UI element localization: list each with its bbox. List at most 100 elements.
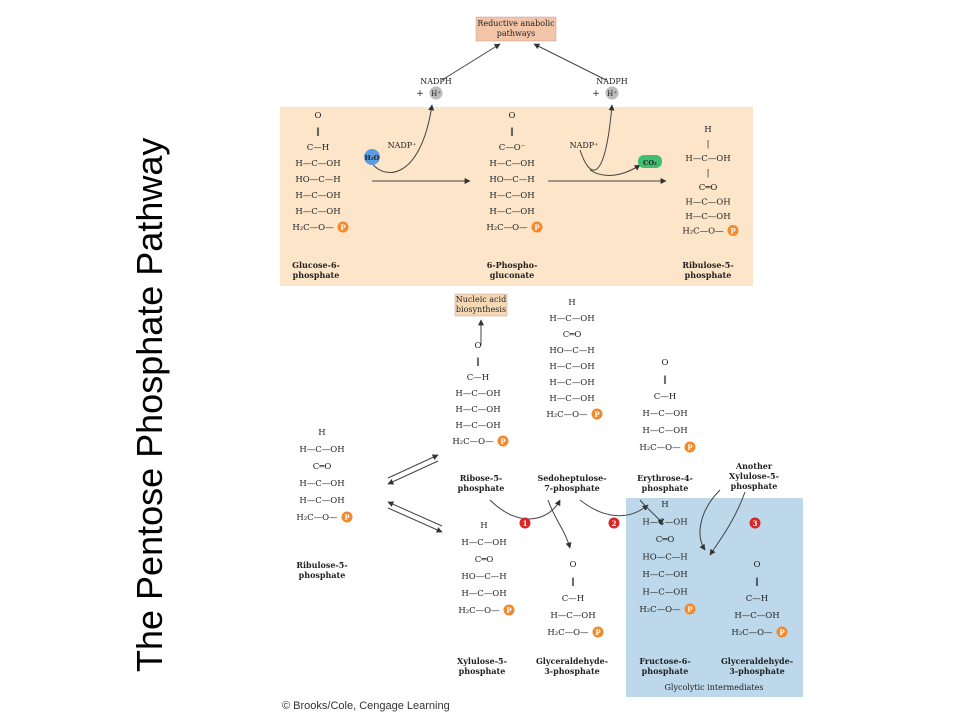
structure-row: O	[475, 341, 482, 351]
nucleic-acid-label: biosynthesis	[456, 305, 506, 314]
arrow-to-reductive-right	[533, 43, 607, 81]
h-plus-label: H⁺	[431, 90, 441, 98]
structure-row: H	[568, 298, 575, 308]
glycolytic-intermediates-label: Glycolytic intermediates	[665, 683, 764, 692]
arrow-step2-a	[579, 499, 649, 517]
structure-row: H₂C—O—	[546, 410, 588, 420]
structure-row: H₂C—O—	[458, 606, 500, 616]
phosphate-label: P	[500, 437, 506, 446]
equilibrium-arrow-up-back	[387, 460, 439, 485]
another-xylulose-label: Another	[735, 461, 773, 471]
structure-row: H—C—OH	[489, 159, 534, 169]
structure-row: H—C—OH	[549, 314, 594, 324]
structure-row: O	[570, 560, 577, 570]
structure-row: |	[707, 169, 710, 179]
ribose-5-phosphate-label: phosphate	[458, 483, 505, 493]
fructose-6-phosphate-label: Fructose-6-	[639, 656, 690, 666]
h-plus-icon	[429, 86, 443, 100]
ribulose-5-phosphate-label: phosphate	[685, 270, 732, 280]
structure-row: H—C—OH	[642, 588, 687, 598]
reductive-anabolic-box	[475, 16, 557, 42]
phosphate-icon	[497, 435, 509, 447]
structure-row: H—C—OH	[549, 394, 594, 404]
step-marker-icon	[749, 517, 761, 529]
structure-row: H—C—OH	[642, 518, 687, 528]
nadph-label-left: NADPH	[420, 77, 452, 86]
equilibrium-arrow-down	[387, 507, 443, 533]
structure-row: HO—C—H	[489, 175, 534, 185]
structure-row: O	[754, 560, 761, 570]
glycolytic-intermediates-background	[626, 498, 803, 697]
structure-row: H—C—OH	[299, 479, 344, 489]
arrow-step3-a	[699, 489, 721, 551]
nucleic-acid-label: Nucleic acid	[456, 295, 506, 304]
h2o-label: H₂O	[365, 154, 380, 162]
ribulose-5-phosphate-left-label: phosphate	[299, 570, 346, 580]
structure-row: H₂C—O—	[296, 513, 338, 523]
glyceraldehyde-3-phosphate-2-label: 3-phosphate	[729, 666, 785, 676]
structure-row: H₂C—O—	[292, 223, 334, 233]
plus-sign: +	[416, 89, 424, 99]
structure-row: HO—C—H	[642, 553, 687, 563]
arrow-co2	[589, 164, 641, 176]
phosphate-label: P	[687, 443, 693, 452]
arrow-step2-b	[639, 499, 664, 526]
nucleic-acid-box	[454, 293, 508, 317]
arrow-step1-b	[547, 499, 572, 549]
structure-row: ‖	[663, 375, 667, 385]
glyceraldehyde-3-phosphate-label: 3-phosphate	[544, 666, 600, 676]
glucose-6-phosphate-label: Glucose-6-	[292, 260, 340, 270]
structure-row: H—C—OH	[685, 198, 730, 208]
phosphate-label: P	[779, 628, 785, 637]
equilibrium-arrow-up	[387, 454, 439, 479]
structure-row: ‖	[510, 127, 514, 137]
arrow-nadph-right	[579, 104, 615, 171]
h2o-icon	[364, 149, 380, 165]
structure-row: H₂C—O—	[639, 443, 681, 453]
structure-row: H—C—OH	[455, 389, 500, 399]
step-number: 2	[612, 519, 617, 528]
structure-row: O	[509, 111, 516, 121]
phosphate-icon	[684, 603, 696, 615]
structure-row: ‖	[316, 127, 320, 137]
phosphate-icon	[591, 408, 603, 420]
ribose-5-phosphate-label: Ribose-5-	[460, 473, 502, 483]
glyceraldehyde-3-phosphate-2-label: Glyceraldehyde-	[721, 656, 793, 666]
nadph-label-right: NADPH	[596, 77, 628, 86]
structure-row: H—C—OH	[299, 496, 344, 506]
reductive-anabolic-label: pathways	[497, 29, 536, 38]
structure-row: H—C—OH	[461, 538, 506, 548]
structure-row: C═O	[313, 462, 332, 472]
structure-row: H—C—OH	[489, 191, 534, 201]
structure-row: H—C—OH	[295, 207, 340, 217]
phosphate-icon	[341, 511, 353, 523]
another-xylulose-label: phosphate	[731, 481, 778, 491]
structure-row: HO—C—H	[549, 346, 594, 356]
structure-row: H₂C—O—	[452, 437, 494, 447]
structure-row: H₂C—O—	[682, 227, 724, 237]
reductive-anabolic-label: Reductive anabolic	[477, 19, 555, 28]
structure-row: C—H	[562, 594, 584, 604]
arrow-step1-a	[489, 499, 561, 520]
structure-row: H—C—OH	[685, 154, 730, 164]
structure-row: ‖	[476, 357, 480, 367]
erythrose-4-phosphate-label: phosphate	[642, 483, 689, 493]
phosphate-label: P	[730, 227, 736, 236]
structure-row: |	[707, 140, 710, 150]
step-number: 1	[523, 519, 528, 528]
phosphate-label: P	[340, 223, 346, 232]
glucose-6-phosphate-label: phosphate	[293, 270, 340, 280]
h-plus-label: H⁺	[607, 90, 617, 98]
structure-row: H	[704, 125, 711, 135]
structure-row: O	[315, 111, 322, 121]
phosphate-icon	[592, 626, 604, 638]
phosphate-label: P	[506, 606, 512, 615]
